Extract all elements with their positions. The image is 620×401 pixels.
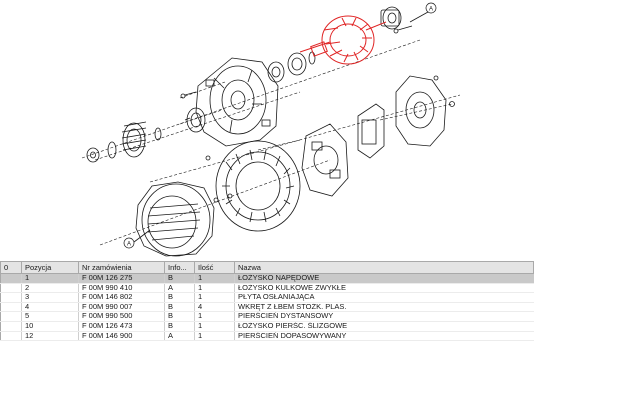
column-header-quantity[interactable]: Ilość [194,261,235,274]
cell-quantity: 1 [194,283,235,294]
column-header-name[interactable]: Nazwa [234,261,534,274]
cell-info: A [164,283,195,294]
callout-label-a: A [127,242,131,248]
column-header-position[interactable]: Pozycja [21,261,79,274]
table-row[interactable]: 12 F 00M 146 900 A 1 PIERŚCIEŃ DOPASOWYW… [0,331,534,342]
table-row[interactable]: 2 F 00M 990 410 A 1 ŁOŻYSKO KULKOWE ZWYK… [0,283,534,294]
bearing-set [186,51,316,133]
cell-position: 4 [21,302,79,313]
row-marker [0,331,22,342]
table-row[interactable]: 4 F 00M 990 007 B 4 WKRĘT Z ŁBEM STOŻK. … [0,302,534,313]
row-marker [0,302,22,313]
cell-order-number: F 00M 126 473 [78,321,165,332]
column-header-info[interactable]: Info... [164,261,195,274]
cell-order-number: F 00M 126 275 [78,273,165,284]
slip-ring-end-housing [135,181,215,257]
callout-circle [425,2,437,14]
exploded-view-diagram: A A [81,2,461,257]
column-header-order-number[interactable]: Nr zamówienia [78,261,165,274]
cell-quantity: 1 [194,311,235,322]
drive-end-housing [195,57,279,147]
table-row[interactable]: 3 F 00M 146 802 B 1 PŁYTA OSŁANIAJĄCA [0,292,534,303]
cell-position: 3 [21,292,79,303]
table-row[interactable]: 5 F 00M 990 500 B 1 PIERŚCIEŃ DYSTANSOWY [0,311,534,322]
callouts [133,11,429,243]
cell-info: B [164,311,195,322]
cell-quantity: 1 [194,331,235,342]
cell-info: B [164,321,195,332]
pulley-assembly [86,121,162,163]
row-marker [0,283,22,294]
rectifier-assembly [301,75,447,197]
row-marker [0,321,22,332]
cell-order-number: F 00M 990 500 [78,311,165,322]
cell-position: 10 [21,321,79,332]
cell-order-number: F 00M 146 900 [78,331,165,342]
parts-table: 0 Pozycja Nr zamówienia Info... Ilość Na… [0,261,534,342]
row-marker [0,273,22,284]
cell-quantity: 1 [194,321,235,332]
cell-order-number: F 00M 990 007 [78,302,165,313]
table-header-row: 0 Pozycja Nr zamówienia Info... Ilość Na… [0,261,534,274]
rotor-highlighted [299,15,387,65]
cell-position: 5 [21,311,79,322]
cell-name: WKRĘT Z ŁBEM STOŻK. PLAS. [234,302,534,313]
cell-order-number: F 00M 146 802 [78,292,165,303]
cell-info: B [164,302,195,313]
callout-circle [123,237,135,249]
table-row[interactable]: 10 F 00M 126 473 B 1 ŁOŻYSKO PIERŚC. ŚLI… [0,321,534,332]
stator [215,140,301,232]
callout-label-a: A [429,7,433,13]
cell-info: B [164,273,195,284]
cell-info: B [164,292,195,303]
rotor-end-bearing [380,6,402,30]
cell-name: ŁOŻYSKO KULKOWE ZWYKŁE [234,283,534,294]
cell-quantity: 1 [194,273,235,284]
cell-name: PIERŚCIEŃ DOPASOWYWANY [234,331,534,342]
row-marker [0,292,22,303]
row-marker [0,311,22,322]
screws [180,25,455,203]
cell-position: 1 [21,273,79,284]
cell-name: PŁYTA OSŁANIAJĄCA [234,292,534,303]
cell-quantity: 4 [194,302,235,313]
cell-info: A [164,331,195,342]
cell-name: PIERŚCIEŃ DYSTANSOWY [234,311,534,322]
assembly-axis-lines [81,39,461,246]
cell-position: 12 [21,331,79,342]
cell-name: ŁOŻYSKO PIERŚC. ŚLIZGOWE [234,321,534,332]
cell-order-number: F 00M 990 410 [78,283,165,294]
table-row[interactable]: 1 F 00M 126 275 B 1 ŁOŻYSKO NAPĘDOWE [0,273,534,284]
cell-name: ŁOŻYSKO NAPĘDOWE [234,273,534,284]
cell-quantity: 1 [194,292,235,303]
column-header-marker[interactable]: 0 [0,261,22,274]
cell-position: 2 [21,283,79,294]
